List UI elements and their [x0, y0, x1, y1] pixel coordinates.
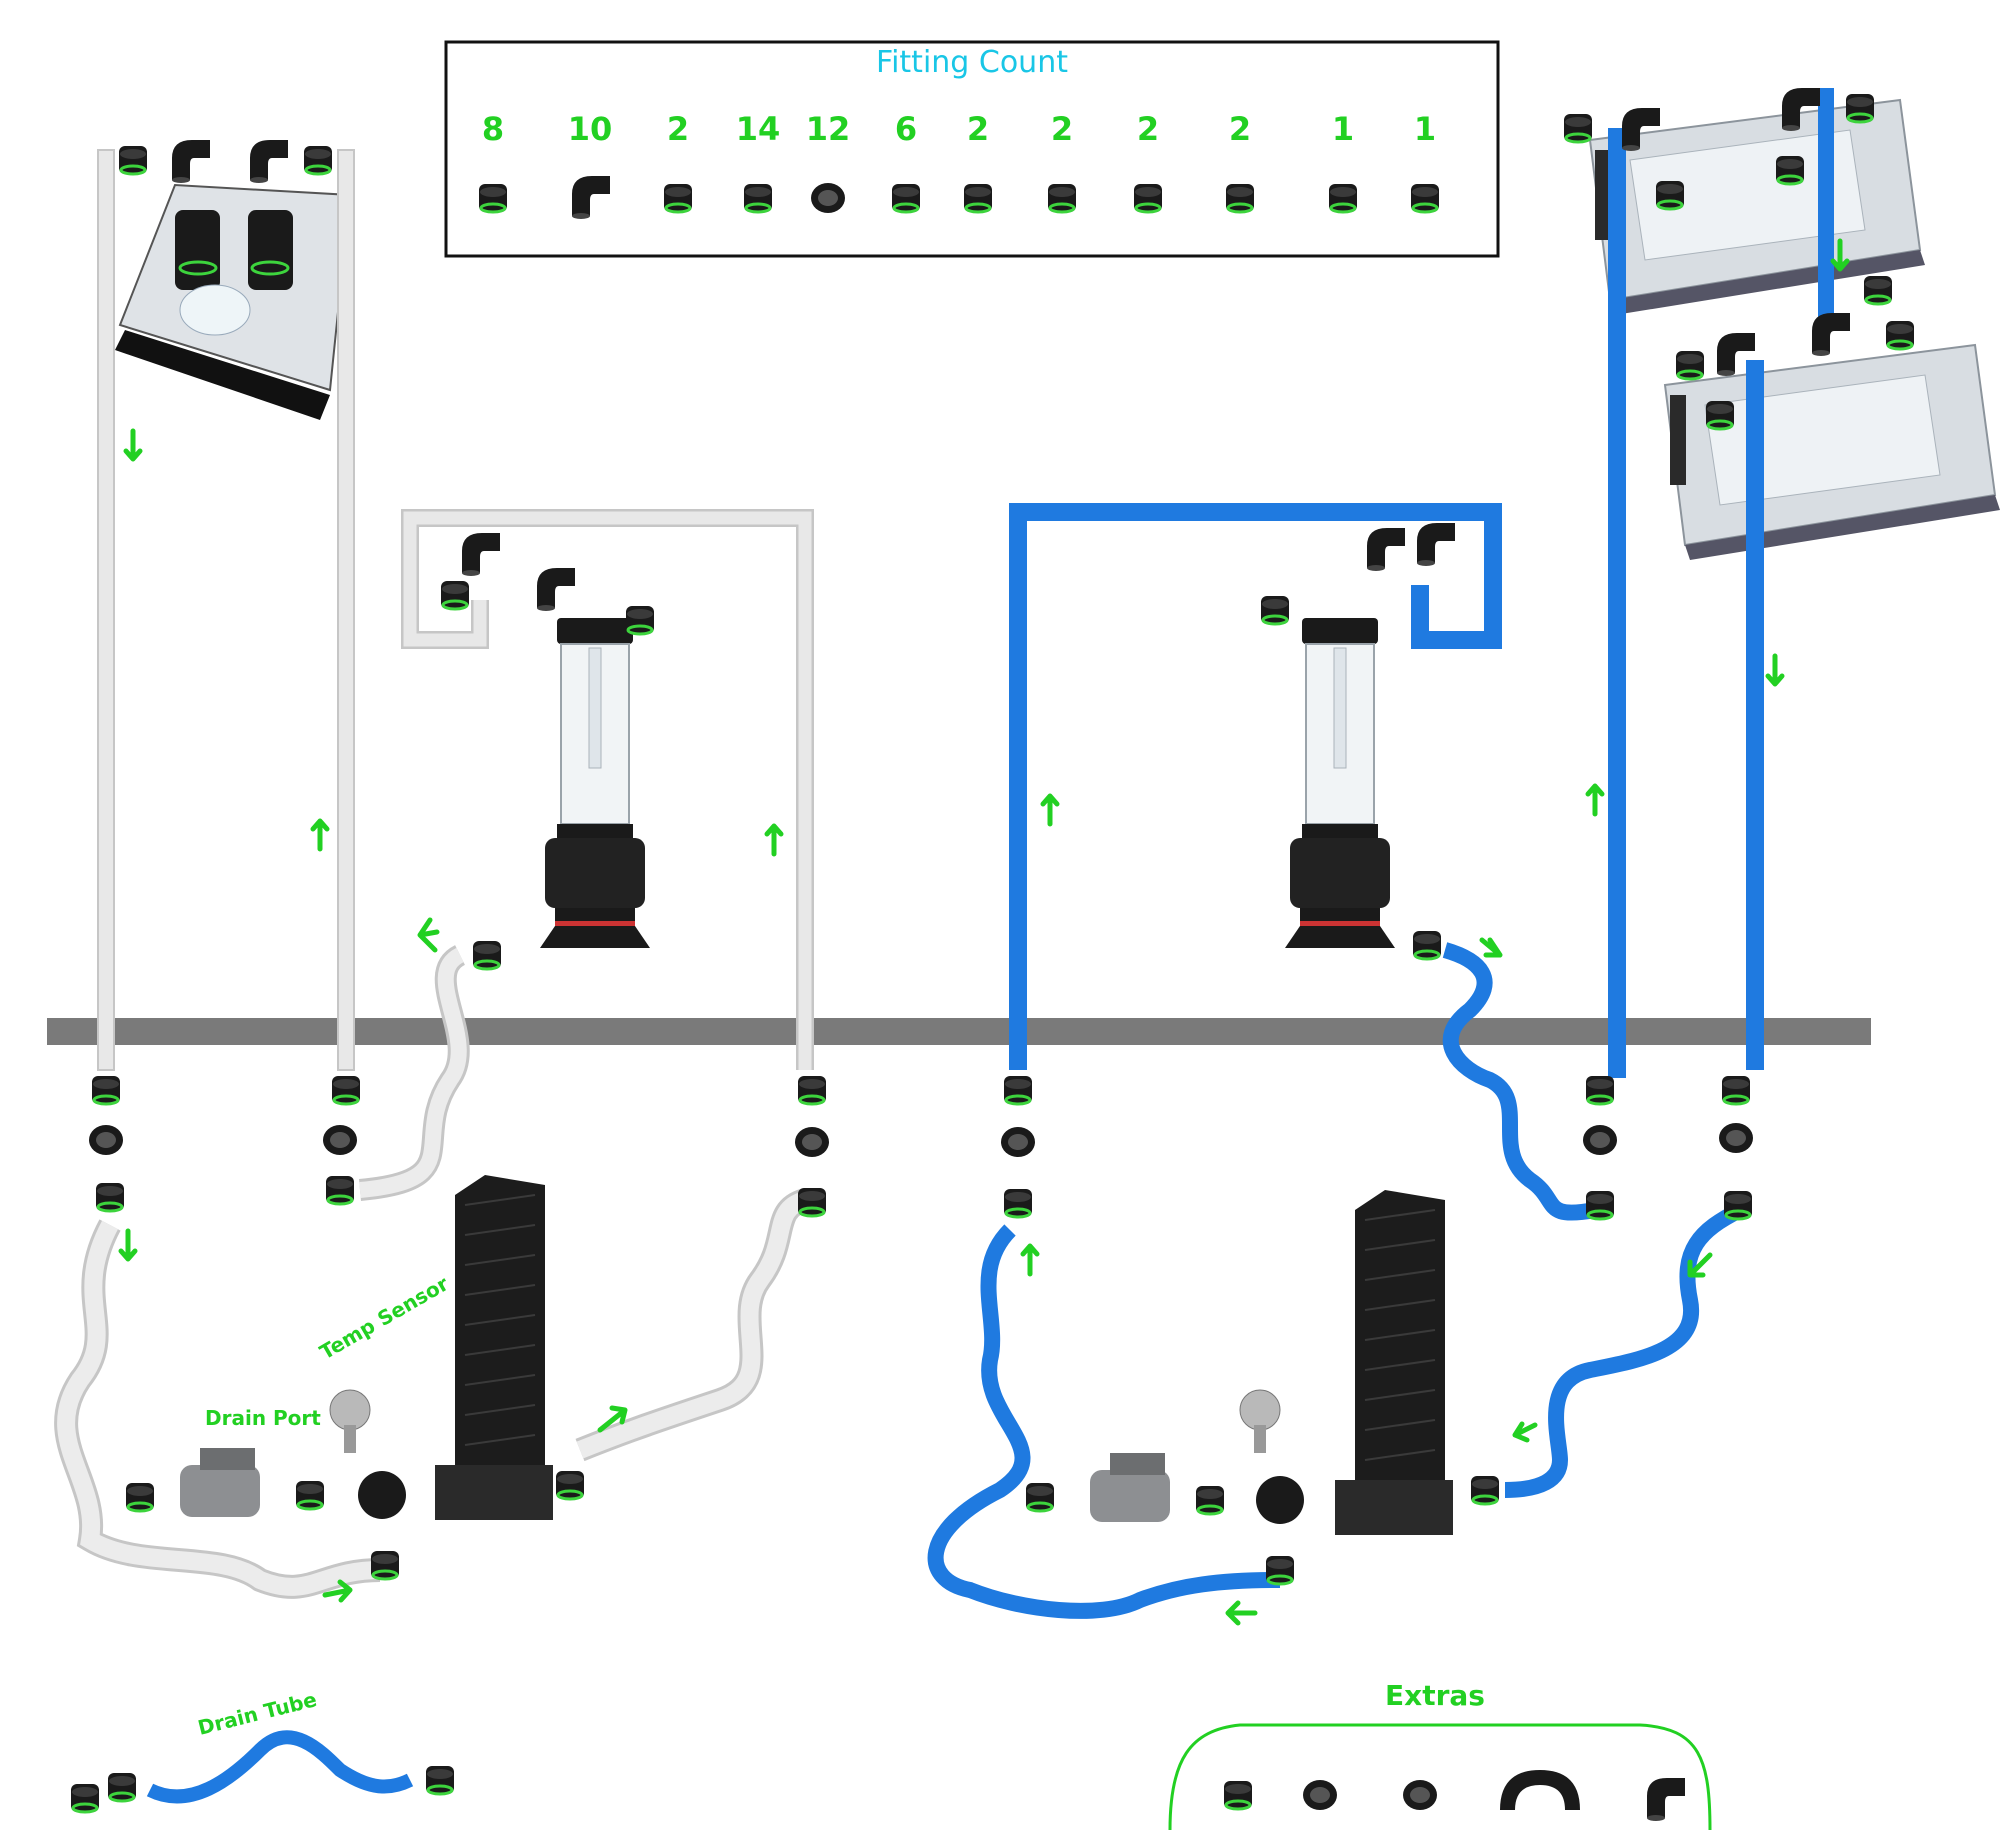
drain-tube-label: Drain Tube — [195, 1687, 319, 1740]
fitting-count-value: 2 — [1137, 110, 1159, 148]
compression-fitting-icon — [742, 182, 774, 214]
temp-sensor-plug-icon — [1132, 182, 1164, 214]
blue-loop — [927, 88, 2000, 1626]
pump-reservoir-blue — [1284, 617, 1396, 949]
white-loop — [54, 140, 829, 1603]
cpu-block-icon — [115, 183, 352, 420]
temp-sensor-blue-icon — [1239, 1389, 1281, 1453]
fitting-count-title: Fitting Count — [876, 45, 1068, 80]
rotary-fitting-icon — [1046, 182, 1078, 214]
fitting-count-panel: Fitting Count 8 10 2 14 12 6 2 2 2 2 1 1 — [444, 40, 1500, 258]
drain-valve-blue-icon — [1090, 1453, 1170, 1522]
fitting-count-value: 8 — [482, 110, 504, 148]
extras-group: Extras — [1168, 1679, 1712, 1831]
fitting-count-value: 14 — [736, 110, 781, 148]
extras-label: Extras — [1385, 1679, 1485, 1712]
temp-sensor-label: Temp Sensor — [316, 1271, 453, 1364]
barb-fitting-icon — [1327, 182, 1359, 214]
drain-valve-icon — [180, 1448, 260, 1517]
ring-fitting-icon — [811, 183, 845, 213]
fitting-count-value: 1 — [1414, 110, 1436, 148]
short-adapter-icon — [890, 182, 922, 214]
stop-plug-icon — [1409, 182, 1441, 214]
fitting-count-value: 10 — [568, 110, 613, 148]
extender-fitting-icon — [662, 182, 694, 214]
radiator-blue — [1334, 1189, 1454, 1536]
fitting-count-value: 2 — [667, 110, 689, 148]
temp-sensor-icon — [329, 1389, 371, 1453]
fitting-count-value: 12 — [806, 110, 851, 148]
fitting-count-value: 2 — [1051, 110, 1073, 148]
radiator-white — [434, 1174, 554, 1521]
adapter-ring-icon — [477, 182, 509, 214]
fitting-count-value: 2 — [1229, 110, 1251, 148]
ball-fitting-icon — [962, 182, 994, 214]
drain-valve-icon — [1224, 182, 1256, 214]
drain-tube: Drain Tube — [69, 1687, 456, 1814]
pump-reservoir-white — [539, 617, 651, 949]
fitting-count-value: 2 — [967, 110, 989, 148]
gpu-block-lower — [1664, 344, 2000, 561]
fitting-count-value: 1 — [1332, 110, 1354, 148]
fitting-count-value: 6 — [895, 110, 917, 148]
drain-port-label: Drain Port — [205, 1406, 321, 1430]
shelf-bar — [47, 1018, 1871, 1045]
